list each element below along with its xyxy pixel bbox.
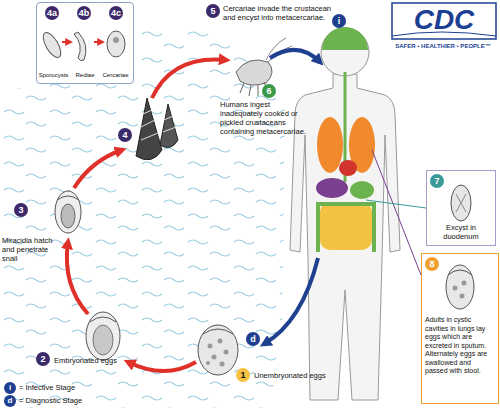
callout-number: 4c [109, 6, 123, 20]
legend-icon: i [4, 382, 16, 394]
human-figure [290, 27, 400, 400]
legend-icon: d [4, 395, 16, 407]
stage-box: 8Adults in cystic cavities in lungs lay … [421, 253, 499, 404]
eggs [55, 191, 238, 375]
legend-text: = Infective Stage [19, 383, 75, 393]
leader-line [372, 150, 421, 275]
logo-tagline: SAFER • HEALTHIER • PEOPLE™ [386, 42, 500, 50]
callout-number: 4b [77, 6, 91, 20]
step-text: Humans ingest inadequately cooked or pic… [220, 100, 312, 136]
callout-number: 6 [262, 84, 276, 98]
stage-description: Excyst in duodenum [430, 223, 492, 241]
step-text: Unembryonated eggs [254, 371, 374, 380]
legend-text: = Diagnostic Stage [19, 396, 82, 406]
stage-name: Cercariae [98, 71, 133, 80]
stage-box: 4a 4b 4cSporocystsRediaeCercariae [36, 2, 134, 84]
callout-number: 3 [14, 203, 28, 217]
callout-number: 8 [425, 257, 439, 271]
callout-number: 2 [36, 352, 50, 366]
stage-description: Adults in cystic cavities in lungs lay e… [425, 316, 495, 376]
stage-box: 7Excyst in duodenum [426, 170, 496, 246]
stage-name: Sporocysts [36, 71, 71, 80]
callout-number: 7 [430, 174, 444, 188]
leader-line [366, 200, 426, 208]
stage-icon: i [332, 14, 346, 28]
callout-number: 4a [45, 6, 59, 20]
stage-name: Rediae [70, 71, 100, 80]
stage-icon: d [246, 332, 260, 346]
logo-frame [392, 3, 496, 39]
step-text: Miracidia hatch and penetrate snail [2, 236, 64, 263]
callout-number: 1 [236, 368, 250, 382]
callout-number: 4 [118, 128, 132, 142]
logo-text: CDC [398, 4, 490, 36]
snails [136, 98, 178, 160]
cycle-arrows [67, 59, 226, 371]
step-text: Embryonated eggs [54, 356, 154, 365]
callout-number: 5 [206, 4, 220, 18]
water-waves [0, 30, 285, 408]
step-text: Cercariae invade the crustacean and ency… [223, 4, 341, 22]
